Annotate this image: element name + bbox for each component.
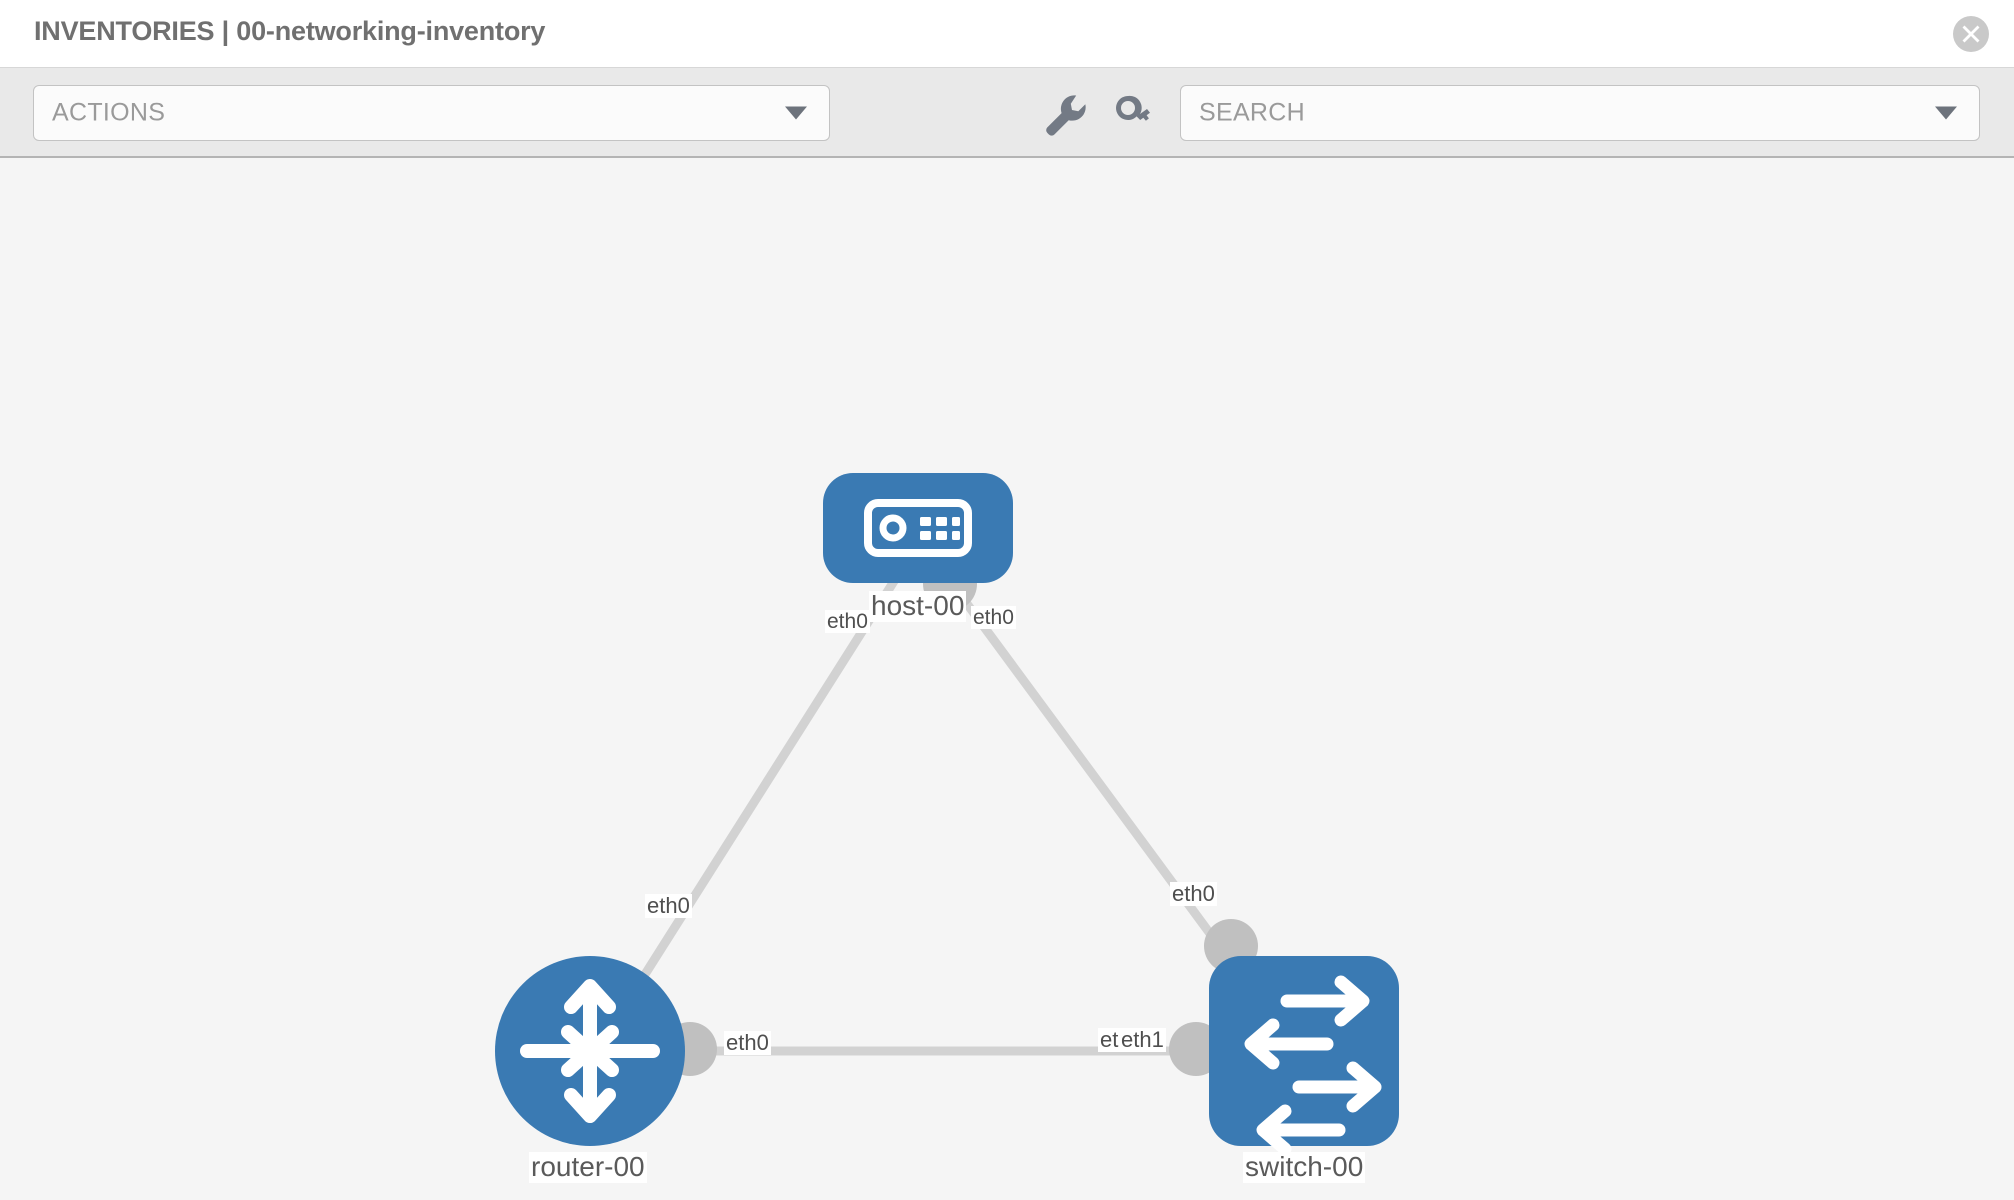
edge-label-host00-eth0-right: eth0 — [971, 606, 1016, 630]
node-label-host-00: host-00 — [869, 590, 967, 622]
page-title: INVENTORIES | 00-networking-inventory — [34, 16, 546, 46]
topology-ports — [663, 557, 1258, 1076]
node-router-00 — [495, 956, 685, 1146]
actions-dropdown-label: ACTIONS — [52, 98, 166, 127]
search-input[interactable]: SEARCH — [1180, 85, 1980, 141]
close-icon[interactable] — [1953, 16, 1989, 52]
actions-dropdown[interactable]: ACTIONS — [33, 85, 830, 141]
node-switch-00 — [1209, 956, 1399, 1156]
page-header: INVENTORIES | 00-networking-inventory — [0, 0, 2014, 68]
node-label-switch-00: switch-00 — [1243, 1151, 1366, 1183]
edge-label-host00-eth0-left: eth0 — [825, 610, 870, 634]
server-icon — [864, 499, 972, 557]
edge-label-router00-eth0-uplink: eth0 — [645, 893, 692, 919]
router-arrows-icon — [520, 979, 660, 1123]
key-icon[interactable] — [1110, 88, 1160, 138]
topology-graph — [495, 473, 1399, 1156]
wrench-icon[interactable] — [1038, 88, 1088, 138]
topology-canvas[interactable]: eth0 eth0 eth0 eth0 eth0 eth eth1 host-0… — [0, 158, 2014, 1200]
node-host-00 — [823, 473, 1013, 583]
edge-label-switch00-eth1: eth1 — [1119, 1027, 1166, 1053]
chevron-down-icon — [1935, 106, 1957, 120]
edge-label-router00-eth0-right: eth0 — [724, 1030, 771, 1056]
edge-label-switch00-eth0-uplink: eth0 — [1170, 881, 1217, 907]
node-label-router-00: router-00 — [529, 1151, 647, 1183]
toolbar: ACTIONS SEARCH — [0, 68, 2014, 158]
switch-arrows-icon — [1244, 975, 1382, 1156]
search-placeholder: SEARCH — [1199, 98, 1305, 127]
chevron-down-icon — [785, 106, 807, 120]
link-host00-router00 — [625, 573, 901, 1003]
topology-links — [625, 573, 1233, 1056]
